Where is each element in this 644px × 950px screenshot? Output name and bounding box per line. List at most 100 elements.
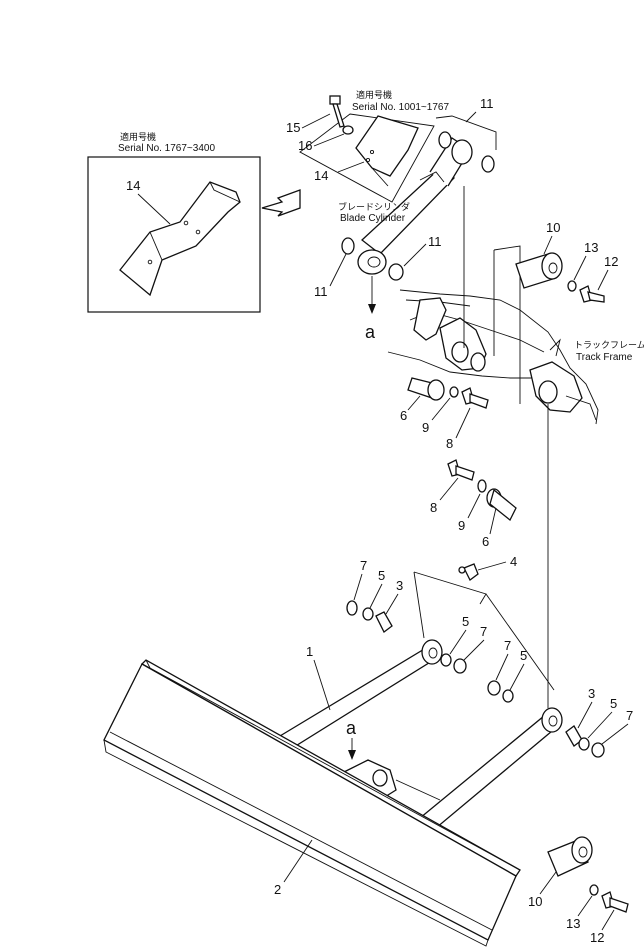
- callout-14-inset: 14: [126, 178, 140, 193]
- pin-10-bottom-head: [571, 836, 593, 864]
- bracket-eye-a: [451, 341, 469, 363]
- washer-9-lower: [477, 479, 487, 493]
- mid-pin-group-2: 8 9 6: [430, 459, 517, 549]
- bracket-eye-right: [538, 380, 558, 404]
- callout-10-bottom: 10: [528, 894, 542, 909]
- arm-left-hardware: 5 7: [440, 614, 487, 674]
- bolt-12-bottom-shank: [609, 897, 629, 913]
- right-bushing-group: 3 5 7: [565, 686, 633, 758]
- washer-7-mid: [487, 680, 501, 696]
- inset-serial-text: Serial No. 1767~3400: [118, 143, 215, 154]
- inset-detail: 適用号機 Serial No. 1767~3400 14: [87, 131, 261, 313]
- callout-9-lower: 9: [458, 518, 465, 533]
- blade-cylinder-label-jp: ブレードシリンダ: [338, 201, 410, 213]
- washer-9-upper: [449, 386, 459, 398]
- ref-a-bottom: a: [346, 718, 357, 738]
- washer-13-top: [567, 280, 577, 292]
- track-frame-group: トラックフレーム Track Frame: [387, 186, 644, 425]
- cover-plate-inset: [119, 181, 241, 297]
- pin-6-upper-head: [427, 379, 445, 401]
- washer-5-left: [362, 607, 374, 621]
- bolt-8-upper-shank: [469, 393, 489, 409]
- grease-fitting-4: [463, 563, 479, 581]
- ref-a-top: a: [365, 322, 376, 342]
- washer-11-c: [341, 237, 355, 255]
- callout-5-mid: 5: [520, 648, 527, 663]
- inset-serial-jp: 適用号機: [120, 131, 156, 143]
- bushing-3-left: [375, 611, 393, 633]
- arm-right-eye: [541, 707, 563, 733]
- bolt-15-shank: [332, 103, 345, 128]
- callout-7-right: 7: [626, 708, 633, 723]
- callout-5-arm: 5: [462, 614, 469, 629]
- lower-pin-group: 10 13 12: [528, 836, 629, 945]
- callout-7-arm: 7: [480, 624, 487, 639]
- callout-2: 2: [274, 882, 281, 897]
- callout-11-top: 11: [480, 96, 494, 111]
- callout-7-left: 7: [360, 558, 367, 573]
- top-serial-jp: 適用号機: [356, 89, 392, 101]
- track-frame-label: Track Frame: [576, 352, 633, 363]
- mid-pin-group-1: 6 9 8: [400, 377, 489, 451]
- top-cover-group: 適用号機 Serial No. 1001~1767 14 15 16: [286, 89, 449, 203]
- track-frame-label-jp: トラックフレーム: [574, 340, 644, 351]
- callout-12-bottom: 12: [590, 930, 604, 945]
- ref-a-arrow-top: [368, 304, 376, 314]
- top-cover-outline: [299, 113, 435, 203]
- grease-fitting-group: 4: [413, 554, 555, 691]
- callout-6-upper: 6: [400, 408, 407, 423]
- callout-13-top: 13: [584, 240, 598, 255]
- callout-10-top: 10: [546, 220, 560, 235]
- pin-6-lower-body: [489, 488, 517, 522]
- arrow-to-inset: [261, 189, 301, 217]
- mid-washer-group: 7 5: [487, 638, 527, 703]
- washer-13-bottom: [589, 884, 599, 896]
- callout-14-top: 14: [314, 168, 328, 183]
- washer-11-a: [438, 131, 452, 149]
- left-bushing-group: 7 5 3: [346, 558, 403, 633]
- callout-12-top: 12: [604, 254, 618, 269]
- ref-a-arrow-bottom: [348, 750, 356, 760]
- blade-group: 2: [103, 659, 521, 947]
- cover-plate-top: [355, 115, 419, 177]
- callout-13-bottom: 13: [566, 916, 580, 931]
- callout-1: 1: [306, 644, 313, 659]
- center-bracket-eye: [372, 769, 388, 787]
- callout-11-left: 11: [314, 284, 328, 299]
- washer-5-arm: [440, 653, 452, 667]
- washer-16: [342, 125, 354, 135]
- washer-7-right: [591, 742, 605, 758]
- callout-8-lower: 8: [430, 500, 437, 515]
- cylinder-bottom-eye: [357, 249, 387, 275]
- bolt-8-lower-shank: [455, 465, 475, 481]
- cylinder-top-eye: [451, 139, 473, 165]
- callout-4: 4: [510, 554, 517, 569]
- washer-11-d: [388, 263, 404, 281]
- blade-cylinder-body: [360, 167, 455, 255]
- callout-3-right: 3: [588, 686, 595, 701]
- washer-5-right: [578, 737, 590, 751]
- callout-11-mid: 11: [428, 234, 442, 249]
- callout-3-left: 3: [396, 578, 403, 593]
- inset-frame: [87, 156, 261, 313]
- washer-7-arm: [453, 658, 467, 674]
- washer-11-b: [481, 155, 495, 173]
- callout-6-lower: 6: [482, 534, 489, 549]
- pin-10-top-head: [541, 252, 563, 280]
- washer-5-mid: [502, 689, 514, 703]
- callout-5-left: 5: [378, 568, 385, 583]
- bracket-eye-b: [470, 352, 486, 372]
- arm-right: [418, 715, 560, 829]
- callout-16: 16: [298, 138, 312, 153]
- bolt-15-head: [329, 95, 341, 105]
- top-serial-text: Serial No. 1001~1767: [352, 102, 449, 113]
- blade-cylinder-group: ブレードシリンダ Blade Cylinder 11 11 11 a: [314, 96, 497, 342]
- callout-9-upper: 9: [422, 420, 429, 435]
- blade-cylinder-label: Blade Cylinder: [340, 213, 406, 224]
- callout-8-upper: 8: [446, 436, 453, 451]
- washer-7-left: [346, 600, 358, 616]
- upper-pin-group: 10 13 12: [515, 220, 618, 303]
- blade-frame-arms: 1 a: [268, 639, 563, 829]
- callout-15: 15: [286, 120, 300, 135]
